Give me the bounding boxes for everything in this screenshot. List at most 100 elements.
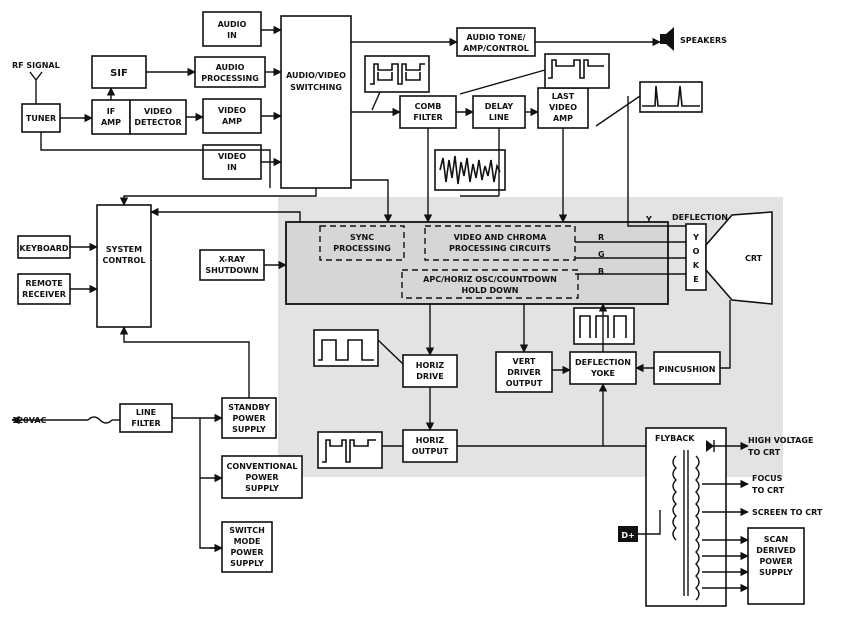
svg-text:IN: IN xyxy=(227,31,237,40)
svg-text:RECEIVER: RECEIVER xyxy=(22,290,66,299)
yoke-vertical-block: Y O K E xyxy=(685,223,707,291)
connection-lines xyxy=(11,25,749,593)
crt-tube: CRT xyxy=(705,211,773,305)
svg-text:PROCESSING CIRCUITS: PROCESSING CIRCUITS xyxy=(449,244,551,253)
audio-in-block: AUDIO IN xyxy=(202,11,262,47)
last-video-amp-block: LAST VIDEO AMP xyxy=(537,87,589,129)
svg-text:YOKE: YOKE xyxy=(590,369,615,378)
high-voltage-label-2: TO CRT xyxy=(748,448,781,457)
svg-text:SYSTEM: SYSTEM xyxy=(106,245,142,254)
svg-text:REMOTE: REMOTE xyxy=(25,279,62,288)
svg-text:SUPPLY: SUPPLY xyxy=(759,568,793,577)
svg-text:POWER: POWER xyxy=(245,473,278,482)
svg-text:AMP: AMP xyxy=(101,118,121,127)
svg-text:PROCESSING: PROCESSING xyxy=(333,244,391,253)
svg-text:SWITCH: SWITCH xyxy=(229,526,265,535)
svg-text:OUTPUT: OUTPUT xyxy=(506,379,543,388)
speakers-label: SPEAKERS xyxy=(680,36,727,45)
delay-line-block: DELAY LINE xyxy=(472,95,526,129)
svg-text:POWER: POWER xyxy=(232,414,265,423)
focus-label-2: TO CRT xyxy=(752,486,785,495)
svg-text:SUPPLY: SUPPLY xyxy=(245,484,279,493)
svg-text:E: E xyxy=(693,275,698,284)
svg-text:VERT: VERT xyxy=(513,357,536,366)
remote-receiver-block: REMOTE RECEIVER xyxy=(17,273,71,305)
svg-text:HORIZ: HORIZ xyxy=(416,361,445,370)
fuse-icon xyxy=(50,416,120,424)
keyboard-block: KEYBOARD xyxy=(17,235,71,259)
svg-text:SHUTDOWN: SHUTDOWN xyxy=(205,266,258,275)
svg-text:SUPPLY: SUPPLY xyxy=(232,425,266,434)
svg-text:PINCUSHION: PINCUSHION xyxy=(659,365,716,374)
svg-text:SCAN: SCAN xyxy=(764,535,789,544)
svg-text:MODE: MODE xyxy=(234,537,261,546)
high-voltage-label-1: HIGH VOLTAGE xyxy=(748,436,813,445)
switch-mode-ps-block: SWITCH MODE POWER SUPPLY xyxy=(221,521,273,573)
svg-text:DELAY: DELAY xyxy=(485,102,514,111)
waveform-inset-delay xyxy=(544,53,610,89)
waveform-inset-chroma xyxy=(434,149,506,191)
signal-y-label: Y xyxy=(645,215,652,224)
if-amp-block: IF AMP xyxy=(91,99,131,135)
tuner-block: TUNER xyxy=(21,103,61,133)
deflection-yoke-block: DEFLECTION YOKE xyxy=(569,351,637,385)
video-amp-block: VIDEO AMP xyxy=(202,98,262,134)
audio-tone-block: AUDIO TONE/ AMP/CONTROL xyxy=(456,27,536,57)
audio-processing-block: AUDIO PROCESSING xyxy=(194,56,266,88)
system-control-block: SYSTEM CONTROL xyxy=(96,204,152,328)
waveform-inset-comb xyxy=(364,55,430,93)
video-detector-block: VIDEO DETECTOR xyxy=(129,99,187,135)
svg-text:AUDIO TONE/: AUDIO TONE/ xyxy=(467,33,526,42)
svg-text:COMB: COMB xyxy=(415,102,442,111)
svg-text:DERIVED: DERIVED xyxy=(756,546,796,555)
pincushion-block: PINCUSHION xyxy=(653,351,721,385)
dplus-block: D+ xyxy=(618,526,638,542)
sif-block: SIF xyxy=(91,55,147,89)
svg-text:TUNER: TUNER xyxy=(26,114,56,123)
svg-text:DRIVE: DRIVE xyxy=(416,372,443,381)
standby-ps-block: STANDBY POWER SUPPLY xyxy=(221,397,277,439)
svg-text:SIF: SIF xyxy=(110,68,128,79)
svg-text:VIDEO AND CHROMA: VIDEO AND CHROMA xyxy=(454,233,548,242)
svg-text:AMP/CONTROL: AMP/CONTROL xyxy=(463,44,529,53)
focus-label-1: FOCUS xyxy=(752,474,783,483)
svg-text:CRT: CRT xyxy=(745,254,763,263)
waveform-inset-horiz-output xyxy=(317,431,383,469)
svg-text:PROCESSING: PROCESSING xyxy=(201,74,259,83)
svg-text:AMP: AMP xyxy=(222,117,242,126)
svg-text:DETECTOR: DETECTOR xyxy=(134,118,181,127)
svg-text:FILTER: FILTER xyxy=(131,419,160,428)
conventional-ps-block: CONVENTIONAL POWER SUPPLY xyxy=(221,455,303,499)
svg-text:AUDIO/VIDEO: AUDIO/VIDEO xyxy=(286,71,346,80)
svg-text:SWITCHING: SWITCHING xyxy=(290,83,342,92)
svg-text:HORIZ: HORIZ xyxy=(416,436,445,445)
svg-text:LINE: LINE xyxy=(489,113,509,122)
antenna-icon xyxy=(29,71,43,102)
rf-signal-label: RF SIGNAL xyxy=(12,61,60,70)
svg-text:OUTPUT: OUTPUT xyxy=(412,447,449,456)
svg-text:APC/HORIZ OSC/COUNTDOWN: APC/HORIZ OSC/COUNTDOWN xyxy=(423,275,557,284)
svg-text:VIDEO: VIDEO xyxy=(218,106,246,115)
signal-b-label: B xyxy=(598,267,604,276)
signal-g-label: G xyxy=(598,250,605,259)
svg-text:X-RAY: X-RAY xyxy=(219,255,245,264)
svg-text:CONTROL: CONTROL xyxy=(103,256,146,265)
waveform-inset-lastvid xyxy=(639,81,703,113)
svg-text:AUDIO: AUDIO xyxy=(216,63,245,72)
horiz-output-block: HORIZ OUTPUT xyxy=(402,429,458,463)
svg-text:FLYBACK: FLYBACK xyxy=(655,434,695,443)
svg-text:CONVENTIONAL: CONVENTIONAL xyxy=(227,462,298,471)
svg-text:DRIVER: DRIVER xyxy=(507,368,541,377)
waveform-inset-yoke xyxy=(573,307,635,345)
svg-text:LAST: LAST xyxy=(552,92,575,101)
svg-text:KEYBOARD: KEYBOARD xyxy=(19,244,68,253)
deflection-label: DEFLECTION xyxy=(672,213,728,222)
screen-label: SCREEN TO CRT xyxy=(752,508,823,517)
svg-text:AMP: AMP xyxy=(553,114,573,123)
svg-text:SYNC: SYNC xyxy=(350,233,374,242)
line-filter-block: LINE FILTER xyxy=(119,403,173,433)
speaker-icon xyxy=(660,27,674,51)
av-switching-block: AUDIO/VIDEO SWITCHING xyxy=(280,15,352,189)
waveform-inset-horiz-drive xyxy=(313,329,379,367)
